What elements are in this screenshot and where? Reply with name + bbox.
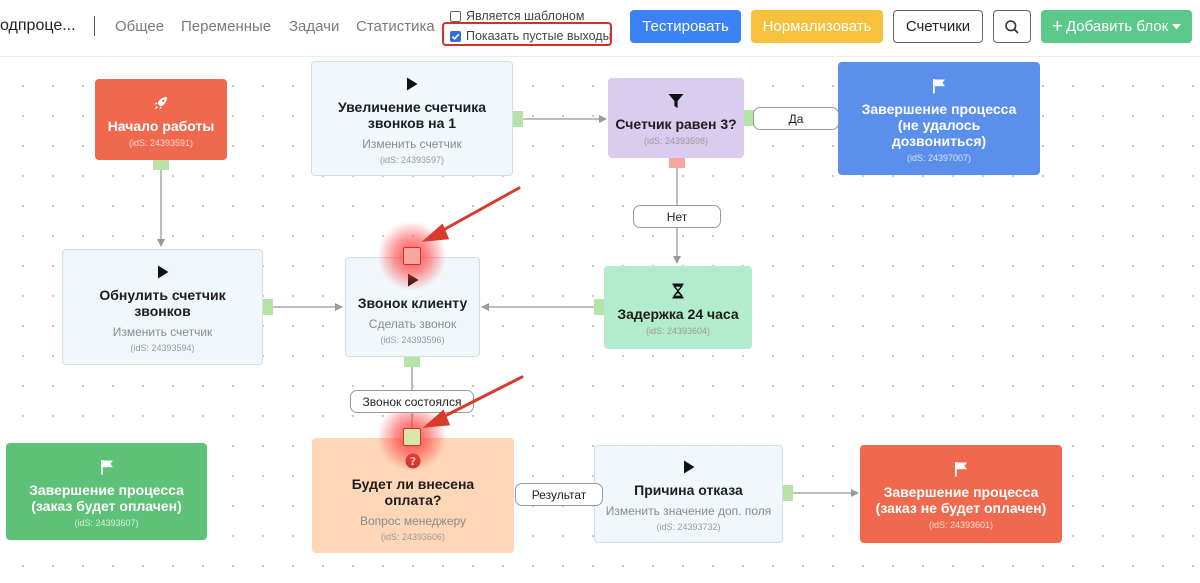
empty-outputs-checkbox-row[interactable]: Показать пустые выходы [450, 29, 612, 43]
node-title: Будет ли внесена оплата? [351, 475, 475, 508]
node-id: (idS: 24393601) [928, 520, 994, 530]
node-title: Звонок клиенту [357, 295, 468, 311]
node-id: (idS: 24393607) [74, 517, 139, 528]
flag-icon [932, 75, 946, 97]
template-checkbox-label: Является шаблоном [466, 9, 585, 23]
add-block-button[interactable]: + Добавить блок [1041, 10, 1192, 43]
node-id: (idS: 24397007) [906, 152, 972, 163]
search-button[interactable] [993, 10, 1031, 43]
empty-output-port[interactable] [403, 247, 421, 265]
node-start[interactable]: Начало работы (idS: 24393591) [95, 79, 227, 160]
play-icon [683, 456, 695, 478]
node-subtitle: Изменить счетчик [112, 325, 213, 339]
top-bar: одпроце... Общее Переменные Задачи Стати… [0, 0, 1200, 57]
empty-outputs-checkbox[interactable] [450, 30, 461, 42]
process-title: одпроце... [0, 17, 76, 34]
node-id: (idS: 24393606) [380, 531, 446, 542]
node-id: (idS: 24393604) [645, 325, 711, 336]
flag-icon [954, 458, 968, 480]
add-block-label: Добавить блок [1065, 18, 1169, 35]
node-subtitle: Вопрос менеджеру [359, 513, 467, 528]
template-checkbox-row[interactable]: Является шаблоном [450, 9, 584, 23]
output-port[interactable] [263, 299, 273, 315]
node-end-unpaid[interactable]: Завершение процесса (заказ не будет опла… [860, 445, 1062, 543]
empty-outputs-highlight [442, 22, 612, 46]
filter-icon [668, 90, 684, 112]
node-end-fail[interactable]: Завершение процесса (не удалось дозвонит… [838, 62, 1040, 175]
output-port[interactable] [404, 357, 420, 367]
node-id: (idS: 24393594) [130, 343, 195, 353]
node-subtitle: Сделать звонок [368, 317, 457, 331]
tab-variables[interactable]: Переменные [181, 18, 272, 35]
empty-outputs-checkbox-label: Показать пустые выходы [466, 29, 612, 43]
node-title: Начало работы [107, 117, 215, 134]
output-port[interactable] [783, 485, 793, 501]
node-id: (idS: 24393597) [379, 154, 445, 165]
title-separator [94, 16, 95, 36]
caret-down-icon [1172, 23, 1182, 29]
flag-icon [100, 456, 114, 478]
tab-statistics[interactable]: Статистика [356, 18, 435, 35]
node-reset-counter[interactable]: Обнулить счетчик звонков Изменить счетчи… [62, 249, 263, 365]
node-id: (idS: 24393598) [643, 136, 709, 146]
node-title: Увеличение счетчика звонков на 1 [337, 98, 487, 131]
normalize-button[interactable]: Нормализовать [751, 10, 883, 43]
template-checkbox[interactable] [450, 10, 461, 22]
empty-output-port[interactable] [403, 428, 421, 446]
node-title: Счетчик равен 3? [615, 116, 737, 132]
rocket-icon [152, 92, 170, 114]
play-icon [157, 261, 169, 283]
edge-label-no: Нет [633, 205, 721, 228]
edge-label-yes: Да [753, 107, 839, 130]
node-delay[interactable]: Задержка 24 часа (idS: 24393604) [604, 266, 752, 349]
node-title: Завершение процесса (не удалось дозвонит… [861, 100, 1017, 149]
output-port[interactable] [513, 111, 523, 127]
play-icon [406, 73, 418, 95]
node-subtitle: Изменить счетчик [362, 136, 462, 151]
node-id: (idS: 24393591) [128, 137, 194, 148]
node-condition[interactable]: Счетчик равен 3? (idS: 24393598) [608, 78, 744, 158]
node-end-paid[interactable]: Завершение процесса (заказ будет оплачен… [6, 443, 207, 540]
counters-button[interactable]: Счетчики [893, 10, 983, 43]
node-title: Задержка 24 часа [617, 305, 739, 322]
plus-icon: + [1051, 15, 1063, 37]
output-port[interactable] [153, 160, 169, 170]
node-increment-counter[interactable]: Увеличение счетчика звонков на 1 Изменит… [311, 61, 513, 176]
test-button[interactable]: Тестировать [630, 10, 741, 43]
node-id: (idS: 24393732) [656, 522, 721, 532]
node-title: Завершение процесса (заказ не будет опла… [875, 484, 1047, 516]
tab-general[interactable]: Общее [115, 18, 165, 35]
node-title: Причина отказа [634, 482, 743, 498]
search-icon [1005, 19, 1019, 34]
output-port-no[interactable] [669, 158, 685, 168]
node-id: (idS: 24393596) [380, 335, 445, 345]
edge-label-call-done: Звонок состоялся [350, 390, 474, 413]
node-subtitle: Изменить значение доп. поля [605, 504, 772, 518]
output-port[interactable] [594, 299, 604, 315]
check-icon [451, 33, 460, 40]
node-title: Обнулить счетчик звонков [99, 287, 226, 319]
node-refusal-reason[interactable]: Причина отказа Изменить значение доп. по… [594, 445, 783, 543]
edge-label-result: Результат [515, 483, 603, 506]
hourglass-icon [672, 280, 684, 302]
output-port-yes[interactable] [744, 110, 754, 126]
node-title: Завершение процесса (заказ будет оплачен… [29, 481, 184, 514]
tab-tasks[interactable]: Задачи [289, 18, 340, 35]
